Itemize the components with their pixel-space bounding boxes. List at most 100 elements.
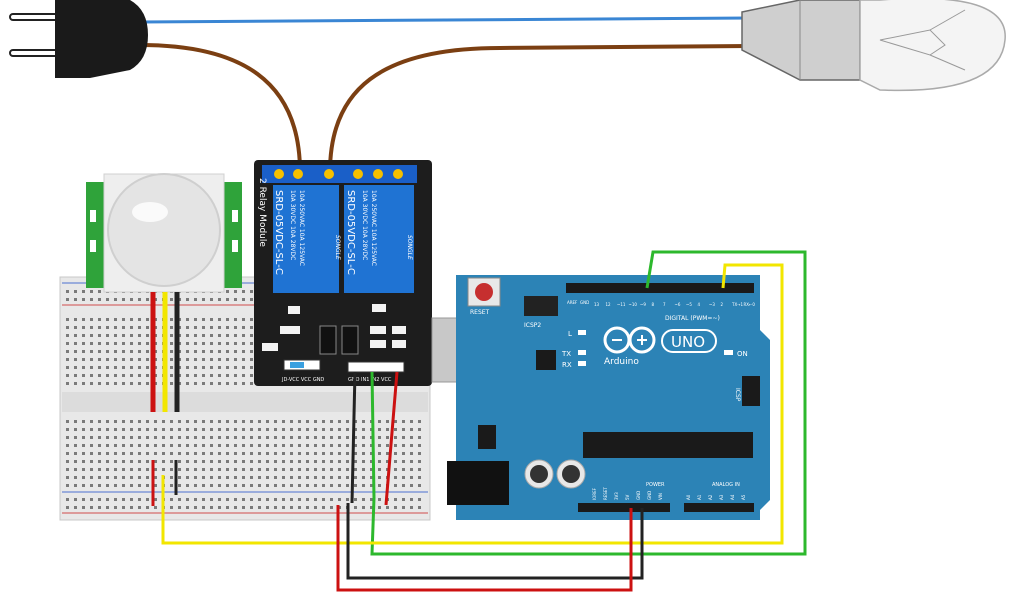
breadboard-hole — [226, 366, 229, 369]
breadboard-hole — [194, 468, 197, 471]
breadboard-hole — [234, 452, 237, 455]
breadboard-hole — [370, 436, 373, 439]
breadboard-hole — [138, 460, 141, 463]
breadboard-hole — [154, 484, 157, 487]
breadboard-hole — [202, 428, 205, 431]
breadboard-hole — [370, 476, 373, 479]
digital-label: DIGITAL (PWM=~) — [665, 315, 720, 322]
breadboard-hole — [74, 484, 77, 487]
breadboard-hole — [170, 342, 173, 345]
breadboard-hole — [242, 476, 245, 479]
breadboard-hole — [394, 506, 397, 509]
breadboard-hole — [346, 484, 349, 487]
breadboard-hole — [218, 436, 221, 439]
breadboard-hole — [314, 498, 317, 501]
light-bulb-icon — [741, 0, 1006, 92]
breadboard-hole — [250, 452, 253, 455]
breadboard-hole — [226, 444, 229, 447]
breadboard-hole — [130, 420, 133, 423]
breadboard-hole — [274, 428, 277, 431]
breadboard-hole — [226, 326, 229, 329]
breadboard-hole — [250, 382, 253, 385]
pin-label: ~9 — [640, 302, 646, 307]
breadboard-hole — [194, 506, 197, 509]
breadboard-hole — [378, 452, 381, 455]
breadboard-hole — [234, 382, 237, 385]
breadboard-hole — [98, 326, 101, 329]
relay-input-wires — [350, 371, 399, 506]
breadboard-hole — [218, 350, 221, 353]
breadboard-hole — [98, 366, 101, 369]
led-tx-label: TX — [561, 350, 571, 358]
breadboard-hole — [338, 468, 341, 471]
breadboard-hole — [146, 452, 149, 455]
breadboard-hole — [394, 468, 397, 471]
breadboard-hole — [266, 506, 269, 509]
breadboard-hole — [210, 334, 213, 337]
breadboard-hole — [66, 420, 69, 423]
breadboard-hole — [410, 420, 413, 423]
breadboard-hole — [178, 468, 181, 471]
breadboard-hole — [98, 468, 101, 471]
breadboard-hole — [362, 506, 365, 509]
breadboard-hole — [210, 476, 213, 479]
pin-label: 5V — [625, 494, 630, 500]
breadboard-hole — [242, 342, 245, 345]
breadboard-hole — [146, 358, 149, 361]
breadboard-hole — [210, 342, 213, 345]
breadboard-hole — [202, 436, 205, 439]
breadboard-hole — [418, 420, 421, 423]
breadboard-hole — [106, 452, 109, 455]
pin-label: 3V3 — [614, 492, 619, 500]
breadboard-hole — [322, 460, 325, 463]
breadboard-hole — [346, 428, 349, 431]
breadboard-hole — [98, 350, 101, 353]
breadboard-hole — [226, 506, 229, 509]
breadboard-hole — [90, 460, 93, 463]
relay-input-labels: GND IN1 IN2 VCC — [348, 377, 392, 383]
breadboard-hole — [106, 436, 109, 439]
breadboard-hole — [202, 468, 205, 471]
breadboard-hole — [226, 342, 229, 345]
breadboard-hole — [202, 342, 205, 345]
pin-label: ~10 — [629, 302, 638, 307]
breadboard-hole — [130, 374, 133, 377]
breadboard-hole — [298, 452, 301, 455]
breadboard-hole — [226, 290, 229, 293]
breadboard-hole — [82, 342, 85, 345]
relay-2-rating-1: 10A 250VAC 10A 125VAC — [370, 190, 377, 266]
breadboard-hole — [162, 452, 165, 455]
breadboard-hole — [242, 460, 245, 463]
relay-2-model: SRD-05VDC-SL-C — [345, 190, 356, 275]
breadboard-hole — [82, 484, 85, 487]
breadboard-hole — [74, 318, 77, 321]
breadboard-hole — [186, 506, 189, 509]
breadboard-hole — [330, 420, 333, 423]
breadboard-hole — [378, 498, 381, 501]
breadboard-hole — [354, 428, 357, 431]
breadboard-hole — [170, 382, 173, 385]
breadboard-hole — [282, 444, 285, 447]
breadboard-hole — [82, 326, 85, 329]
breadboard-hole — [242, 468, 245, 471]
breadboard-hole — [362, 452, 365, 455]
breadboard-hole — [90, 290, 93, 293]
breadboard-hole — [90, 350, 93, 353]
breadboard-hole — [290, 484, 293, 487]
breadboard-hole — [154, 452, 157, 455]
breadboard-hole — [226, 428, 229, 431]
breadboard-hole — [90, 498, 93, 501]
breadboard-hole — [90, 436, 93, 439]
breadboard-hole — [210, 358, 213, 361]
breadboard-hole — [298, 468, 301, 471]
breadboard-hole — [194, 382, 197, 385]
breadboard-hole — [114, 318, 117, 321]
breadboard-hole — [346, 476, 349, 479]
pir-sensor-icon — [86, 173, 242, 293]
breadboard-hole — [82, 468, 85, 471]
breadboard-hole — [202, 358, 205, 361]
breadboard-hole — [146, 326, 149, 329]
breadboard-hole — [178, 436, 181, 439]
breadboard-hole — [394, 452, 397, 455]
breadboard-hole — [282, 436, 285, 439]
